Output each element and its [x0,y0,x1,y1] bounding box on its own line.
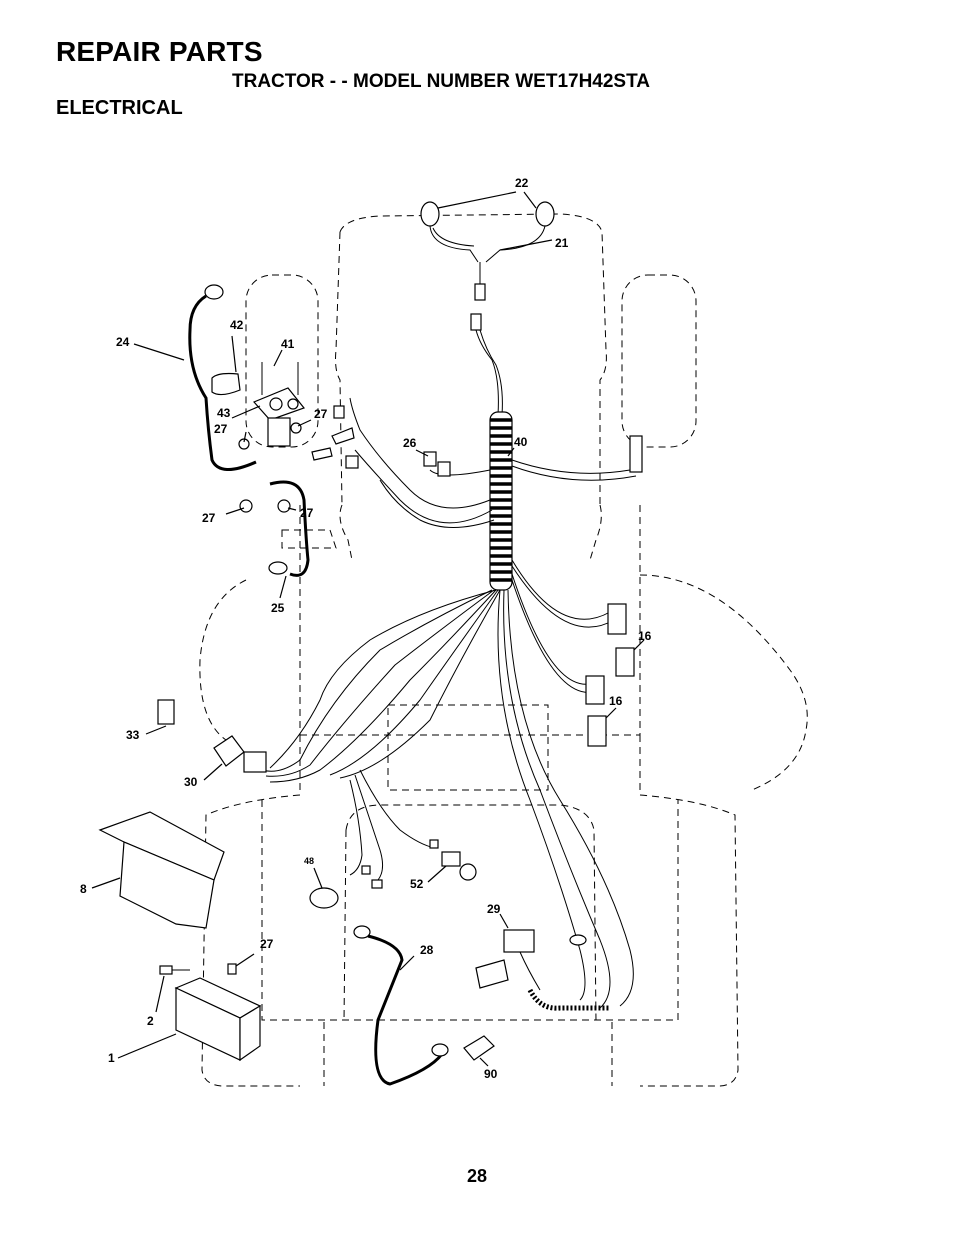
page-title: REPAIR PARTS [56,36,263,67]
callout-labels: 22 21 24 42 41 43 27 27 26 40 27 27 25 1… [80,176,652,1081]
callout-28: 28 [420,943,434,957]
leader-lines-headlights [437,191,553,457]
connector-16-upper [607,603,645,677]
callout-52: 52 [410,877,424,891]
fuse-holder [309,839,477,909]
battery [117,953,262,1062]
cable-24 [133,284,257,471]
callout-27-lower-left: 27 [202,511,216,525]
callout-41: 41 [281,337,295,351]
callout-27-lower-right: 27 [300,506,314,520]
callout-16-lower: 16 [609,694,623,708]
connector-26 [311,405,451,477]
callout-24: 24 [116,335,130,349]
callout-42: 42 [230,318,244,332]
callout-8: 8 [80,882,87,896]
starter-solenoid [211,335,312,515]
callout-1: 1 [108,1051,115,1065]
cable-28 [353,925,449,1086]
callout-29: 29 [487,902,501,916]
seat-switch [475,913,610,1011]
page-number: 28 [466,1166,488,1186]
callout-16-upper: 16 [638,629,652,643]
callout-90: 90 [484,1067,498,1081]
battery-box [91,811,225,929]
callout-27-left: 27 [214,422,228,436]
callout-33: 33 [126,728,140,742]
callout-43: 43 [217,406,231,420]
callout-2: 2 [147,1014,154,1028]
callout-40: 40 [514,435,528,449]
terminal-boot [463,1035,495,1067]
callout-27-right: 27 [314,407,328,421]
callout-27-battery: 27 [260,937,274,951]
model-subtitle: TRACTOR - - MODEL NUMBER WET17H42STA [232,71,651,92]
connector-16-lower [585,675,617,747]
tractor-outline [199,213,808,1087]
wiring-harness-loom [261,397,643,1009]
ignition-switch [145,699,267,781]
callout-48: 48 [304,856,314,866]
headlight-assembly [420,201,555,416]
callout-22: 22 [515,176,529,190]
cable-25 [268,480,310,599]
callout-30: 30 [184,775,198,789]
callout-21: 21 [555,236,569,250]
callout-25: 25 [271,601,285,615]
callout-26: 26 [403,436,417,450]
section-heading: ELECTRICAL [56,97,183,119]
